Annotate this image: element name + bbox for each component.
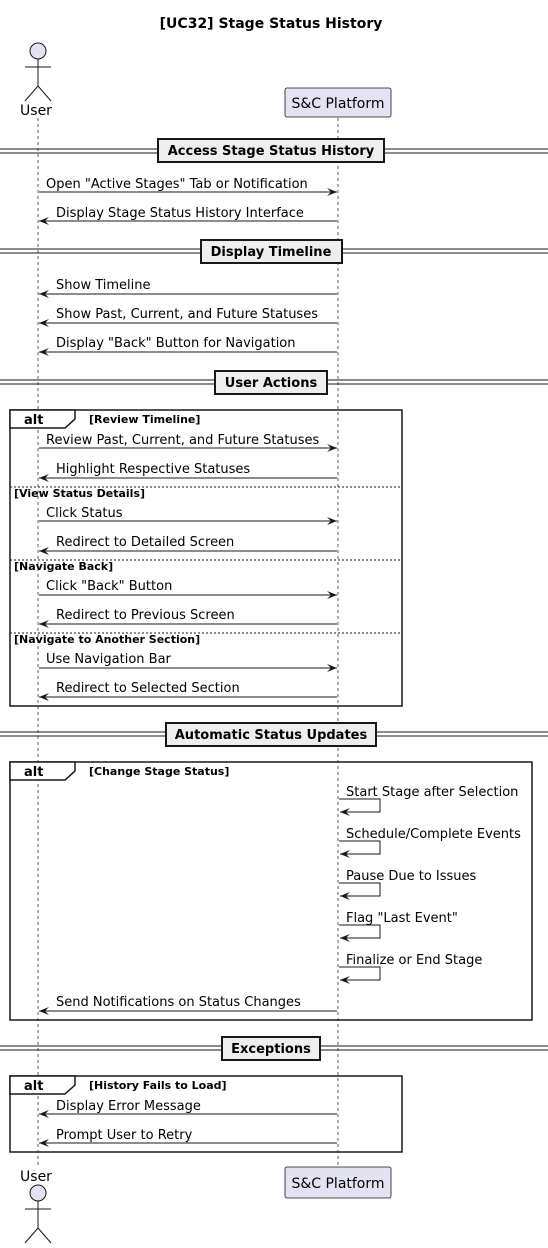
msg-click-back: Click "Back" Button — [46, 579, 172, 594]
arrow-pause — [339, 882, 381, 900]
msg-send-notifications: Send Notifications on Status Changes — [56, 995, 301, 1010]
platform-label-bottom: S&C Platform — [291, 1176, 384, 1192]
msg-click-status: Click Status — [46, 506, 123, 521]
msg-highlight: Highlight Respective Statuses — [56, 462, 250, 477]
msg-redirect-section: Redirect to Selected Section — [56, 681, 240, 696]
alt-fragment-exceptions: alt [History Fails to Load] — [9, 1075, 403, 1153]
msg-start-stage: Start Stage after Selection — [346, 785, 518, 800]
user-actor-top — [24, 42, 52, 102]
msg-schedule-events: Schedule/Complete Events — [346, 827, 521, 842]
alt-fragment-user-actions: alt [Review Timeline] [View Status Detai… — [9, 409, 403, 707]
guard-section: [Navigate to Another Section] — [14, 633, 200, 646]
msg-open-tab: Open "Active Stages" Tab or Notification — [46, 177, 308, 192]
svg-text:Exceptions: Exceptions — [231, 1042, 311, 1057]
platform-label-top: S&C Platform — [291, 96, 384, 112]
divider-timeline: Display Timeline — [0, 239, 548, 264]
divider-exceptions: Exceptions — [0, 1036, 548, 1061]
alt-keyword: alt — [24, 413, 43, 428]
msg-finalize: Finalize or End Stage — [346, 953, 482, 968]
user-label-top: User — [20, 103, 52, 119]
msg-show-statuses: Show Past, Current, and Future Statuses — [56, 307, 318, 322]
divider-actions: User Actions — [0, 370, 548, 395]
guard-details: [View Status Details] — [14, 487, 145, 500]
msg-display-error: Display Error Message — [56, 1099, 201, 1114]
divider-auto: Automatic Status Updates — [0, 722, 548, 747]
arrow-finalize — [339, 966, 381, 984]
msg-use-nav: Use Navigation Bar — [46, 652, 172, 667]
msg-display-interface: Display Stage Status History Interface — [56, 206, 304, 221]
arrow-flag-last — [339, 924, 381, 942]
svg-text:Automatic Status Updates: Automatic Status Updates — [175, 728, 368, 743]
svg-text:User Actions: User Actions — [225, 376, 318, 391]
alt-keyword: alt — [24, 1079, 43, 1094]
svg-text:Display Timeline: Display Timeline — [211, 245, 332, 260]
alt-fragment-auto-updates: alt [Change Stage Status] — [9, 761, 533, 1021]
diagram-title: [UC32] Stage Status History — [160, 16, 383, 32]
guard-review: [Review Timeline] — [89, 413, 200, 426]
msg-redirect-detailed: Redirect to Detailed Screen — [56, 535, 234, 550]
guard-change: [Change Stage Status] — [89, 765, 229, 778]
msg-display-back: Display "Back" Button for Navigation — [56, 336, 296, 351]
user-label-bottom: User — [20, 1169, 52, 1185]
platform-box-top — [284, 87, 392, 118]
svg-text:Access Stage Status History: Access Stage Status History — [168, 144, 375, 159]
msg-flag-last: Flag "Last Event" — [346, 911, 458, 926]
user-actor-bottom — [24, 1184, 52, 1244]
alt-keyword: alt — [24, 765, 43, 780]
arrow-schedule-events — [339, 840, 381, 858]
divider-access: Access Stage Status History — [0, 138, 548, 163]
msg-review: Review Past, Current, and Future Statuse… — [46, 433, 320, 448]
msg-pause: Pause Due to Issues — [346, 869, 477, 884]
arrow-start-stage — [339, 798, 381, 816]
msg-show-timeline: Show Timeline — [56, 278, 151, 293]
guard-back: [Navigate Back] — [14, 560, 113, 573]
platform-box-bottom — [284, 1166, 392, 1199]
msg-prompt-retry: Prompt User to Retry — [56, 1128, 193, 1143]
guard-fail: [History Fails to Load] — [89, 1079, 227, 1092]
msg-redirect-previous: Redirect to Previous Screen — [56, 608, 235, 623]
